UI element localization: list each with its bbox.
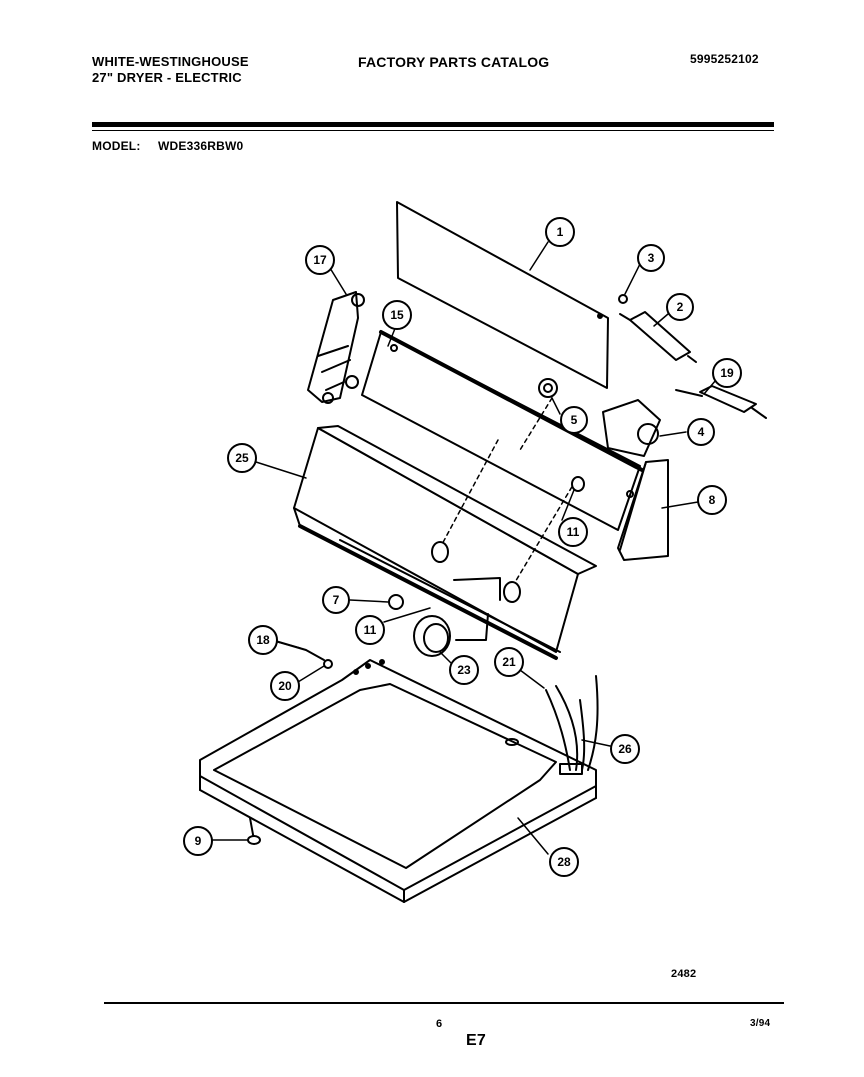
- svg-text:23: 23: [457, 663, 471, 677]
- callout-8: 8: [697, 485, 727, 515]
- svg-text:25: 25: [235, 451, 249, 465]
- revision-date: 3/94: [750, 1018, 771, 1029]
- part-8-end-cover: [617, 459, 669, 561]
- svg-text:26: 26: [618, 742, 632, 756]
- callout-15: 15: [382, 300, 412, 330]
- product-title: 27" DRYER - ELECTRIC: [92, 70, 242, 85]
- svg-text:1: 1: [557, 225, 564, 239]
- part-18-20-hardware: [271, 639, 333, 669]
- callouts: 1 3 2 19 5 4 8 17 15 25 11 7 11 18 20 23…: [183, 217, 742, 877]
- part-26-power-cord: [545, 675, 599, 775]
- part-17-end-bracket: [307, 291, 365, 404]
- svg-text:11: 11: [567, 525, 580, 539]
- svg-text:15: 15: [390, 308, 404, 322]
- svg-text:3: 3: [648, 251, 655, 265]
- part-19-harness: [675, 385, 767, 419]
- svg-text:8: 8: [709, 493, 716, 507]
- svg-text:2: 2: [677, 300, 684, 314]
- brand-name: WHITE-WESTINGHOUSE: [92, 54, 249, 69]
- svg-text:19: 19: [720, 366, 734, 380]
- assembly-lines: [439, 397, 577, 595]
- svg-text:7: 7: [333, 593, 340, 607]
- callout-11-lower: 11: [355, 615, 385, 645]
- svg-text:28: 28: [557, 855, 571, 869]
- part-2-switch: [619, 311, 697, 363]
- svg-text:20: 20: [278, 679, 292, 693]
- callout-11-upper: 11: [558, 517, 588, 547]
- catalog-title: FACTORY PARTS CATALOG: [358, 54, 550, 70]
- part-4-timer: [602, 399, 661, 457]
- page-number: 6: [436, 1018, 443, 1030]
- header-rule-thin: [92, 130, 774, 131]
- callout-1: 1: [545, 217, 575, 247]
- model-label: MODEL:: [92, 139, 141, 153]
- callout-5: 5: [560, 406, 588, 434]
- callout-28: 28: [549, 847, 579, 877]
- part-28-dryer-top: [199, 659, 597, 903]
- svg-text:4: 4: [698, 425, 705, 439]
- part-5-knob: [538, 378, 558, 398]
- svg-text:17: 17: [313, 253, 327, 267]
- svg-text:18: 18: [256, 633, 270, 647]
- callout-4: 4: [687, 418, 715, 446]
- model-value: WDE336RBW0: [158, 139, 244, 153]
- svg-text:9: 9: [195, 834, 202, 848]
- callout-17: 17: [305, 245, 335, 275]
- callout-21: 21: [494, 647, 524, 677]
- callout-9: 9: [183, 826, 213, 856]
- svg-text:11: 11: [364, 623, 377, 637]
- part-7-button: [388, 594, 404, 610]
- part-15-control-panel: [361, 330, 644, 531]
- svg-text:21: 21: [502, 655, 516, 669]
- callout-7: 7: [322, 586, 350, 614]
- illustration-reference: 2482: [671, 968, 697, 980]
- callout-19: 19: [712, 358, 742, 388]
- document-number: 5995252102: [690, 52, 759, 66]
- callout-23: 23: [449, 655, 479, 685]
- callout-25: 25: [227, 443, 257, 473]
- callout-26: 26: [610, 734, 640, 764]
- part-3-screw: [618, 294, 628, 304]
- header-rule: [92, 122, 774, 127]
- part-23-knob: [413, 615, 451, 657]
- part-11-grommets: [431, 476, 585, 641]
- callout-2: 2: [666, 293, 694, 321]
- callout-18: 18: [248, 625, 278, 655]
- callout-3: 3: [637, 244, 665, 272]
- section-label: E7: [466, 1032, 486, 1049]
- callout-20: 20: [270, 671, 300, 701]
- part-1-rear-panel: [396, 201, 609, 389]
- svg-text:5: 5: [571, 413, 578, 427]
- footer-rule: [104, 1002, 784, 1004]
